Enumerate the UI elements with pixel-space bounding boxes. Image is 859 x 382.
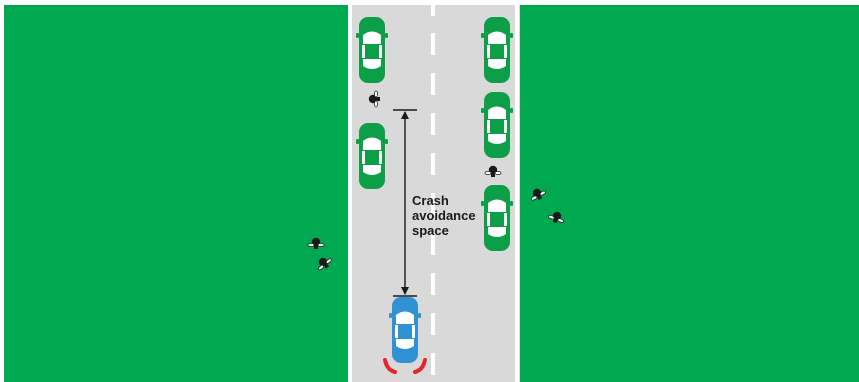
grass-left [4, 5, 348, 382]
crash-avoidance-label-line1: Crash [412, 193, 449, 208]
parked-car-icon [481, 17, 513, 83]
parked-car-icon [481, 92, 513, 158]
grass-right [520, 5, 859, 382]
crash-avoidance-label-line3: space [412, 223, 449, 238]
road-edge-right [515, 5, 519, 382]
road-edge-left [348, 5, 352, 382]
parked-car-icon [356, 123, 388, 189]
parked-car-icon [356, 17, 388, 83]
crash-avoidance-label-line2: avoidance [412, 208, 476, 223]
parked-car-icon [481, 185, 513, 251]
